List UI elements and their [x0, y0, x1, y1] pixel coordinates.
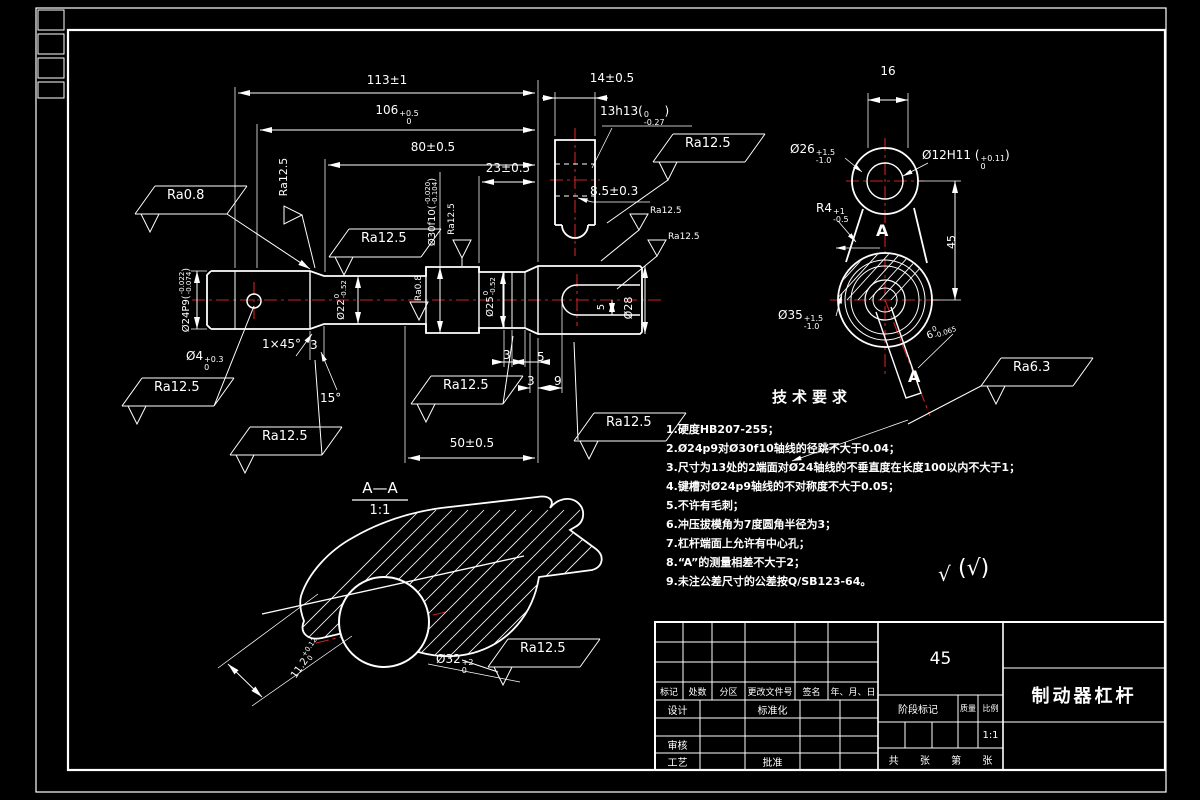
tech-requirement-item: 4.键槽对Ø24p9轴线的不对称度不大于0.05；: [666, 480, 900, 493]
roughness-ra6-3: Ra6.3: [1013, 360, 1051, 375]
tb-scale-value: 1:1: [982, 729, 999, 741]
roughness-ra12-5-left: Ra12.5: [154, 380, 200, 395]
roughness-ra12-5-vertical: Ra12.5: [276, 157, 290, 197]
roughness-ra12-5-taper: Ra12.5: [262, 429, 308, 444]
dim-23: 23±0.5: [485, 161, 531, 175]
dim-30f10: Ø30f10(-0.020-0.104): [424, 177, 439, 247]
lever-outline: [837, 147, 933, 399]
tb-sheet-no-unit: 张: [982, 755, 993, 767]
roughness-ra12-5-mid: Ra12.5: [443, 378, 489, 393]
tb-mark-header: 标记: [659, 687, 678, 698]
tech-requirement-item: 9.未注公差尺寸的公差按Q/SB123-64。: [666, 575, 872, 588]
tech-requirement-item: 6.冲压拔模角为7度圆角半径为3；: [666, 518, 837, 531]
dim-chamfer: 1×45°: [262, 337, 301, 351]
section-label-a-top: A: [876, 221, 889, 240]
dim-r4: R4+1-0.5: [816, 201, 849, 224]
dim-24p9: Ø24P9(-0.022-0.074): [178, 267, 193, 333]
tb-doc-header: 更改文件号: [747, 687, 793, 698]
dim-3c: 3: [527, 374, 535, 388]
tb-sheet-total-label: 共: [888, 755, 899, 767]
tb-count-header: 处数: [688, 687, 707, 698]
dim-5a: 5: [537, 350, 545, 364]
tech-requirement-item: 7.杠杆端面上允许有中心孔；: [666, 537, 810, 550]
dim-35: Ø35+1.5-1.0: [778, 308, 824, 331]
tb-stage-mark-label: 阶段标记: [898, 705, 938, 716]
roughness-symbols: [121, 133, 1094, 687]
section-aa-scale: 1:1: [369, 503, 391, 518]
surface-finish-checkmark-parenthesized: (√): [958, 556, 990, 581]
dim-80: 80±0.5: [410, 140, 456, 154]
tech-requirements-title: 技术要求: [772, 388, 853, 406]
tb-design-label: 设计: [667, 705, 688, 717]
surface-finish-checkmark: √: [938, 562, 951, 586]
shaft-outline: [206, 265, 643, 335]
dim-16: 16: [880, 64, 896, 78]
tb-audit-label: 审核: [667, 741, 688, 752]
dim-28: Ø28: [621, 296, 635, 320]
roughness-ra12-5-slot-a: Ra12.5: [650, 206, 682, 216]
roughness-ra12-5-slot-b: Ra12.5: [668, 232, 700, 242]
tb-sheet-row: 共 张 第 张: [878, 748, 1003, 770]
dim-13h13: 13h13(0-0.27): [600, 104, 670, 127]
tech-requirement-item: 2.Ø24p9对Ø30f10轴线的径跳不大于0.04；: [666, 442, 900, 455]
tb-scale-label: 比例: [982, 704, 999, 713]
tb-material: 45: [929, 648, 952, 669]
dimension-lines: [194, 90, 958, 698]
tb-date-header: 年、月、日: [830, 687, 876, 698]
tb-standardization-label: 标准化: [757, 705, 788, 717]
dim-50: 50±0.5: [449, 436, 495, 450]
dim-3a: 3: [310, 338, 318, 352]
dim-45: 45: [944, 235, 958, 249]
section-aa-outline: [261, 495, 603, 668]
tech-requirements-list: 1.硬度HB207-255； 2.Ø24p9对Ø30f10轴线的径跳不大于0.0…: [666, 420, 1020, 591]
section-label-a-bottom: A: [908, 367, 921, 386]
roughness-ra12-5-right: Ra12.5: [606, 415, 652, 430]
dim-26: Ø26+1.5-1.0: [790, 142, 836, 165]
tech-requirement-item: 1.硬度HB207-255；: [666, 423, 779, 436]
tech-requirement-item: 3.尺寸为13处的2端面对Ø24轴线的不垂直度在长度100以内不大于1；: [666, 461, 1021, 474]
extension-lines: [191, 80, 961, 707]
tb-sheet-total-unit: 张: [919, 755, 930, 767]
dim-9: 9: [554, 374, 562, 388]
tb-sign-header: 签名: [802, 687, 821, 698]
tb-part-name: 制动器杠杆: [1031, 686, 1137, 707]
title-block-grid: [654, 621, 1166, 771]
dim-14: 14±0.5: [589, 71, 635, 85]
tb-weight-label: 质量: [960, 704, 976, 713]
dim-angle-15: 15°: [320, 391, 342, 405]
tb-sheet-no-label: 第: [951, 755, 962, 767]
tb-process-label: 工艺: [667, 758, 688, 769]
tb-approve-label: 批准: [762, 758, 783, 769]
keyway-view-outline: [554, 139, 596, 239]
section-aa-title: A—A: [362, 479, 398, 497]
roughness-ra12-5-section: Ra12.5: [520, 641, 566, 656]
dim-8-5: 8.5±0.3: [590, 184, 639, 198]
roughness-ra0-8: Ra0.8: [167, 188, 205, 203]
roughness-ra12-5-top-right: Ra12.5: [685, 136, 731, 151]
dim-3b: 3: [503, 348, 511, 362]
tech-requirement-item: 8.“A”的测量相差不大于2；: [666, 556, 806, 569]
tech-requirement-item: 5.不许有毛刺；: [666, 499, 744, 512]
roughness-ra12-5-small-vertical: Ra12.5: [447, 203, 457, 235]
dim-113: 113±1: [366, 73, 408, 87]
roughness-ra12-5-shaft-top: Ra12.5: [361, 231, 407, 246]
roughness-ra0-8-small-vertical: Ra0.8: [414, 275, 424, 301]
tb-zone-header: 分区: [719, 687, 738, 698]
drawing-border: [35, 7, 1167, 793]
dim-5-slot: 5: [595, 303, 607, 311]
leader-lines: [295, 127, 954, 683]
